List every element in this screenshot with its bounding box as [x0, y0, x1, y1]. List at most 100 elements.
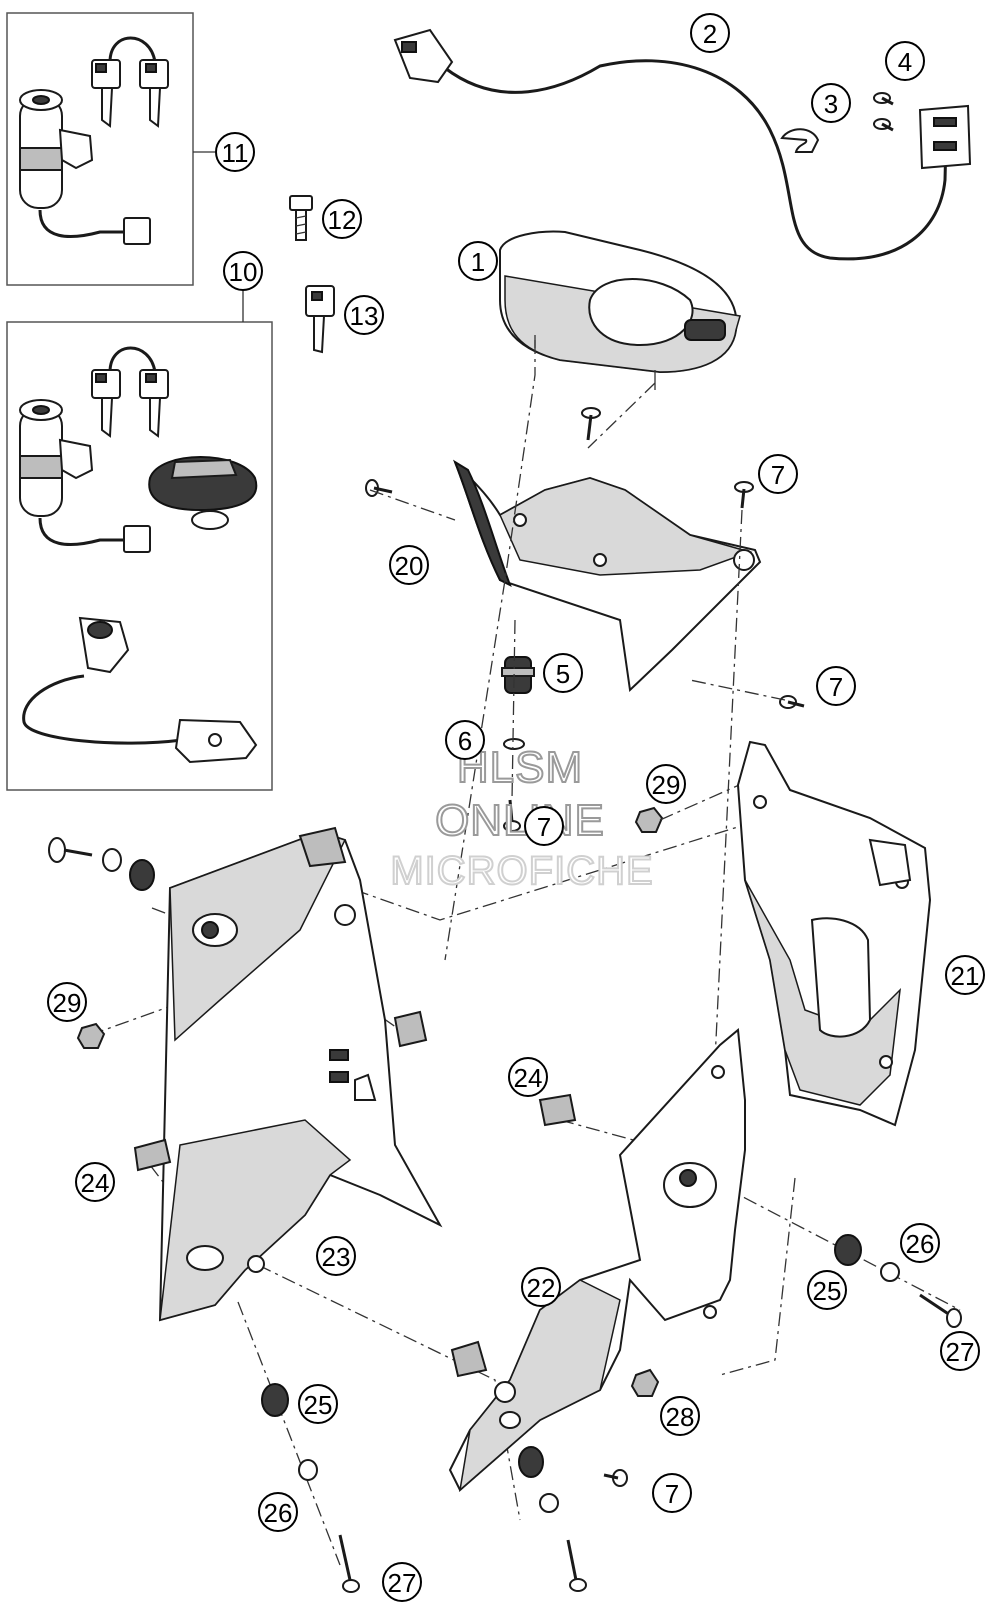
svg-text:27: 27	[388, 1568, 417, 1598]
clip-nut-24-right	[538, 1093, 577, 1127]
svg-text:25: 25	[813, 1276, 842, 1306]
svg-text:11: 11	[222, 138, 249, 168]
bolt-27-right	[919, 1293, 962, 1328]
svg-text:29: 29	[652, 770, 681, 800]
assembly-line-j	[257, 1264, 521, 1521]
svg-text:3: 3	[824, 89, 838, 119]
inner-panel-21	[736, 740, 932, 1127]
assembly-line-e	[689, 679, 786, 701]
assembly-line-d	[369, 489, 456, 521]
clip-nut-24-left	[133, 1138, 172, 1172]
grommet-25-bottom	[518, 1446, 544, 1478]
svg-text:28: 28	[666, 1402, 695, 1432]
svg-text:13: 13	[350, 301, 379, 331]
nut-29-mid	[634, 806, 664, 833]
svg-text:7: 7	[665, 1479, 679, 1509]
svg-text:7: 7	[537, 812, 551, 842]
grommet-5	[501, 656, 535, 694]
callout-2: 2	[690, 13, 730, 53]
key-13	[305, 285, 335, 354]
nut-29-left	[76, 1022, 106, 1049]
callout-20: 20	[389, 545, 429, 585]
svg-text:20: 20	[395, 551, 424, 581]
washer-26-bottom	[539, 1493, 559, 1513]
assembly-line-m	[559, 1119, 671, 1151]
callout-7c: 7	[524, 806, 564, 846]
callout-23: 23	[316, 1236, 356, 1276]
screw-7-top	[581, 407, 601, 441]
callout-24b: 24	[508, 1057, 548, 1097]
grommet-25-right	[834, 1234, 862, 1266]
assembly-line-f	[511, 619, 516, 801]
callout-27a: 27	[382, 1562, 422, 1602]
side-panel-22	[448, 1028, 746, 1492]
clip-nut-24-bottom	[450, 1340, 488, 1378]
washer-6	[503, 738, 525, 750]
bracket-20	[452, 459, 762, 693]
callout-5: 5	[543, 653, 583, 693]
clip-3	[780, 128, 820, 153]
callout-4: 4	[885, 41, 925, 81]
svg-text:12: 12	[328, 205, 357, 235]
svg-text:27: 27	[946, 1337, 975, 1367]
callout-1: 1	[458, 241, 498, 281]
svg-text:1: 1	[471, 247, 485, 277]
callout-3: 3	[811, 83, 851, 123]
svg-text:26: 26	[906, 1229, 935, 1259]
callout-7b: 7	[816, 666, 856, 706]
assembly-line-o	[719, 1177, 796, 1376]
callout-26b: 26	[900, 1223, 940, 1263]
washer-26-left	[298, 1459, 318, 1481]
bolt-12	[289, 195, 313, 241]
watermark-line3: MICROFICHE	[390, 849, 653, 893]
callout-29a: 29	[646, 764, 686, 804]
svg-text:6: 6	[458, 726, 472, 756]
svg-text:21: 21	[951, 961, 980, 991]
screw-7-right	[734, 481, 754, 509]
svg-text:2: 2	[703, 19, 717, 49]
callout-25b: 25	[807, 1270, 847, 1310]
callout-6: 6	[445, 720, 485, 760]
svg-text:24: 24	[81, 1168, 110, 1198]
callout-29b: 29	[47, 982, 87, 1022]
grommet-25-left	[261, 1383, 289, 1417]
bolt-27-left	[338, 1534, 360, 1593]
svg-text:10: 10	[229, 257, 258, 287]
callout-10: 10	[223, 251, 263, 291]
instrument-cluster-1	[499, 230, 741, 390]
nut-28	[630, 1368, 660, 1397]
lock-set-kit-10	[19, 346, 258, 764]
callout-22: 22	[521, 1267, 561, 1307]
svg-text:7: 7	[771, 460, 785, 490]
svg-text:4: 4	[898, 47, 912, 77]
screw-7-bottom	[603, 1469, 628, 1487]
bolt-27-bottom	[566, 1539, 587, 1592]
watermark-line2: ONLINE	[435, 796, 605, 845]
assembly-line-c	[587, 382, 656, 449]
kit-frame-10	[6, 321, 273, 791]
callout-11: 11	[215, 132, 255, 172]
assembly-line-a	[444, 340, 536, 961]
callout-13: 13	[344, 295, 384, 335]
svg-text:29: 29	[53, 988, 82, 1018]
side-panel-23	[158, 826, 443, 1322]
callout-25a: 25	[298, 1384, 338, 1424]
callout-26a: 26	[258, 1492, 298, 1532]
svg-text:7: 7	[829, 672, 843, 702]
callout-7a: 7	[758, 454, 798, 494]
screw-7-bracket	[779, 695, 805, 709]
callout-27b: 27	[940, 1331, 980, 1371]
svg-text:22: 22	[527, 1273, 556, 1303]
callout-7d: 7	[652, 1473, 692, 1513]
assembly-line-h	[354, 819, 761, 921]
ignition-lock-kit-11	[19, 36, 169, 245]
svg-text:5: 5	[556, 659, 570, 689]
clip-nut-24-center	[393, 1010, 428, 1048]
watermark: HLSM ONLINE MICROFICHE	[389, 742, 653, 894]
callout-12: 12	[322, 199, 362, 239]
screw-7-mid	[503, 799, 521, 832]
svg-text:26: 26	[264, 1498, 293, 1528]
assembly-line-b	[714, 509, 743, 1061]
kit-frame-11	[6, 12, 194, 286]
